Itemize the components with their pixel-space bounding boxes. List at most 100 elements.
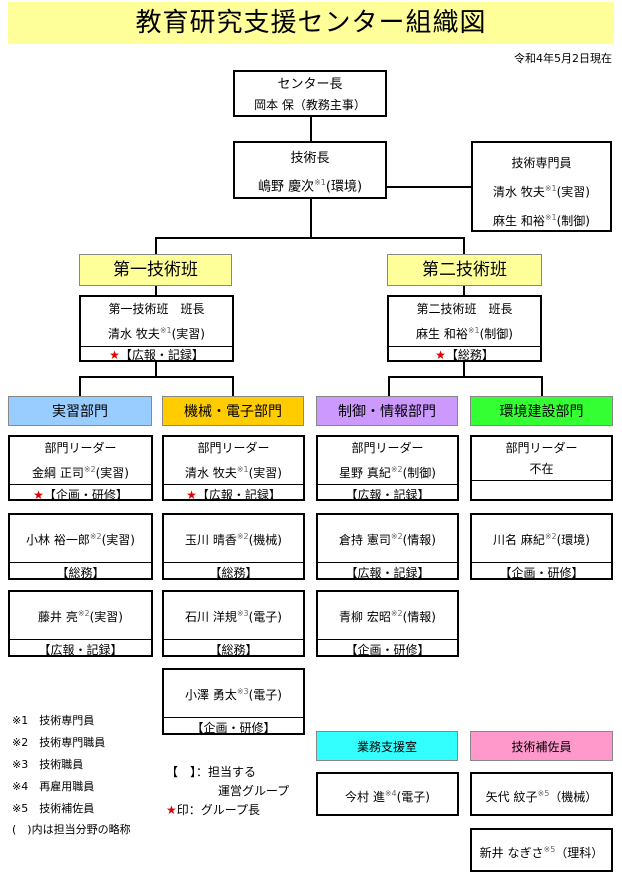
legend-mark: ※2 bbox=[12, 736, 29, 749]
member-box: 倉持 憲司※2(情報) 【広報・記録】 bbox=[316, 513, 459, 580]
support-office-member: 今村 進※4(電子) bbox=[316, 772, 459, 816]
member-mark: ※5 bbox=[537, 789, 550, 798]
member-mark: ※5 bbox=[543, 845, 556, 854]
date-label: 令和4年5月2日現在 bbox=[514, 52, 612, 65]
dept-3-leader-box: 部門リーダー 星野 真紀※2(制御) 【広報・記録】 bbox=[316, 435, 459, 502]
assistants-header: 技術補佐員 bbox=[470, 731, 613, 761]
tech-head-name: 嶋野 慶次 bbox=[257, 179, 315, 195]
star-icon: ★ bbox=[109, 348, 120, 362]
member-box: 小林 裕一郎※2(実習) 【総務】 bbox=[8, 513, 153, 580]
center-head-box: センター長 岡本 保（教務主事） bbox=[233, 70, 387, 117]
member-field: (電子) bbox=[396, 790, 430, 804]
member-mark: ※2 bbox=[390, 609, 403, 618]
member-role: 【総務】 bbox=[10, 562, 151, 583]
star-icon: ★ bbox=[166, 803, 177, 817]
legend-text: 技術補佐員 bbox=[39, 802, 95, 815]
tech-head-field: (環境) bbox=[325, 179, 363, 195]
member-name: 小林 裕一郎 bbox=[26, 533, 90, 547]
member-role: 【総務】 bbox=[164, 562, 303, 583]
team-role: 【広報・記録】 bbox=[119, 348, 204, 362]
dept-leader-title: 部門リーダー bbox=[44, 441, 117, 455]
member-mark: ※4 bbox=[384, 789, 397, 798]
member-name: 小澤 勇太 bbox=[185, 688, 237, 702]
member-name: 矢代 紋子 bbox=[485, 790, 538, 804]
team-header-1: 第一技術班 bbox=[79, 254, 232, 286]
team-leader-name: 麻生 和裕 bbox=[416, 327, 468, 341]
dept-leader-mark: ※2 bbox=[390, 465, 403, 474]
tech-head-box: 技術長 嶋野 慶次※1(環境) bbox=[233, 141, 387, 199]
member-role: 【総務】 bbox=[164, 639, 303, 660]
legend-item: ※5 技術補佐員 bbox=[12, 798, 142, 820]
member-mark: ※2 bbox=[390, 532, 403, 541]
team-leader-name: 清水 牧夫 bbox=[108, 327, 160, 341]
member-field: （理科） bbox=[555, 846, 604, 860]
member-mark: ※3 bbox=[236, 687, 249, 696]
dept-4-leader-box: 部門リーダー 不在 bbox=[470, 435, 613, 501]
specialist-mark: ※1 bbox=[544, 213, 557, 222]
dept-leader-name: 不在 bbox=[529, 462, 554, 476]
member-name: 青柳 宏昭 bbox=[339, 610, 391, 624]
page-title: 教育研究支援センター組織図 bbox=[8, 2, 614, 44]
legend-mark: ※1 bbox=[12, 714, 29, 727]
assistant-member: 矢代 紋子※5（機械） bbox=[470, 772, 613, 816]
key-bracket: 【 】：担当する bbox=[166, 765, 257, 779]
tech-head-title: 技術長 bbox=[290, 151, 330, 166]
team-leader-field: (実習) bbox=[171, 327, 205, 341]
member-name: 新井 なぎさ bbox=[479, 846, 544, 860]
legend-item: ※3 技術職員 bbox=[12, 754, 142, 776]
team-role: 【総務】 bbox=[445, 348, 494, 362]
assistant-member: 新井 なぎさ※5（理科） bbox=[470, 828, 613, 872]
dept-1-leader-box: 部門リーダー 金綱 正司※2(実習) ★【企画・研修】 bbox=[8, 435, 153, 502]
center-head-title: センター長 bbox=[277, 77, 343, 92]
key-bracket-2: 運営グループ bbox=[218, 784, 290, 798]
legend: ※1 技術専門員 ※2 技術専門職員 ※3 技術職員 ※4 再雇用職員 ※5 技… bbox=[12, 710, 142, 840]
specialist-name: 清水 牧夫 bbox=[493, 185, 545, 199]
legend-text: 技術専門員 bbox=[39, 714, 95, 727]
tech-head-mark: ※1 bbox=[314, 178, 326, 187]
key: 【 】：担当する 運営グループ ★印：グループ長 bbox=[166, 763, 306, 820]
star-icon: ★ bbox=[186, 488, 197, 502]
dept-leader-title: 部門リーダー bbox=[505, 441, 578, 455]
member-box: 玉川 晴香※2(機械) 【総務】 bbox=[162, 513, 305, 580]
member-box: 藤井 亮※2(実習) 【広報・記録】 bbox=[8, 590, 153, 657]
team-2-leader-box: 第二技術班 班長 麻生 和裕※1(制御) ★【総務】 bbox=[387, 295, 542, 362]
specialists-box: 技術専門員 清水 牧夫※1(実習) 麻生 和裕※1(制御) bbox=[471, 141, 612, 232]
dept-leader-field: (実習) bbox=[95, 466, 129, 480]
legend-text: 技術専門職員 bbox=[39, 736, 106, 749]
legend-text: 再雇用職員 bbox=[39, 780, 95, 793]
star-icon: ★ bbox=[435, 348, 446, 362]
team-leader-mark: ※1 bbox=[159, 326, 172, 335]
specialist-field: (実習) bbox=[556, 185, 590, 199]
member-box: 青柳 宏昭※2(情報) 【企画・研修】 bbox=[316, 590, 459, 657]
dept-leader-name: 金綱 正司 bbox=[32, 466, 84, 480]
legend-note: ( )内は担当分野の略称 bbox=[12, 823, 131, 836]
member-box: 小澤 勇太※3(電子) 【企画・研修】 bbox=[162, 668, 305, 735]
dept-leader-name: 星野 真紀 bbox=[339, 466, 391, 480]
member-name: 藤井 亮 bbox=[38, 610, 78, 624]
member-role: 【広報・記録】 bbox=[10, 639, 151, 660]
dept-leader-role: 【企画・研修】 bbox=[43, 488, 128, 502]
dept-leader-role: 【広報・記録】 bbox=[318, 484, 457, 506]
member-name: 川名 麻紀 bbox=[493, 533, 545, 547]
dept-header-1: 実習部門 bbox=[8, 396, 152, 426]
dept-header-2: 機械・電子部門 bbox=[162, 396, 304, 426]
dept-header-3: 制御・情報部門 bbox=[316, 396, 458, 426]
member-name: 玉川 晴香 bbox=[185, 533, 237, 547]
member-role: 【企画・研修】 bbox=[164, 717, 303, 738]
member-box: 川名 麻紀※2(環境) 【企画・研修】 bbox=[470, 513, 613, 580]
member-field: (情報) bbox=[402, 533, 436, 547]
member-mark: ※3 bbox=[236, 609, 249, 618]
dept-leader-role: 【広報・記録】 bbox=[196, 488, 281, 502]
center-head-name: 岡本 保（教務主事） bbox=[254, 98, 366, 112]
dept-leader-field: (制御) bbox=[402, 466, 436, 480]
member-name: 石川 洋規 bbox=[185, 610, 237, 624]
specialist-field: (制御) bbox=[556, 214, 590, 228]
team-leader-mark: ※1 bbox=[467, 326, 480, 335]
team-leader-title: 第一技術班 班長 bbox=[108, 302, 205, 316]
key-star-text: 印：グループ長 bbox=[176, 803, 261, 817]
member-role: 【企画・研修】 bbox=[472, 562, 611, 583]
member-field: (実習) bbox=[89, 610, 123, 624]
member-field: (実習) bbox=[101, 533, 135, 547]
member-field: (電子) bbox=[248, 610, 282, 624]
dept-leader-title: 部門リーダー bbox=[197, 441, 270, 455]
